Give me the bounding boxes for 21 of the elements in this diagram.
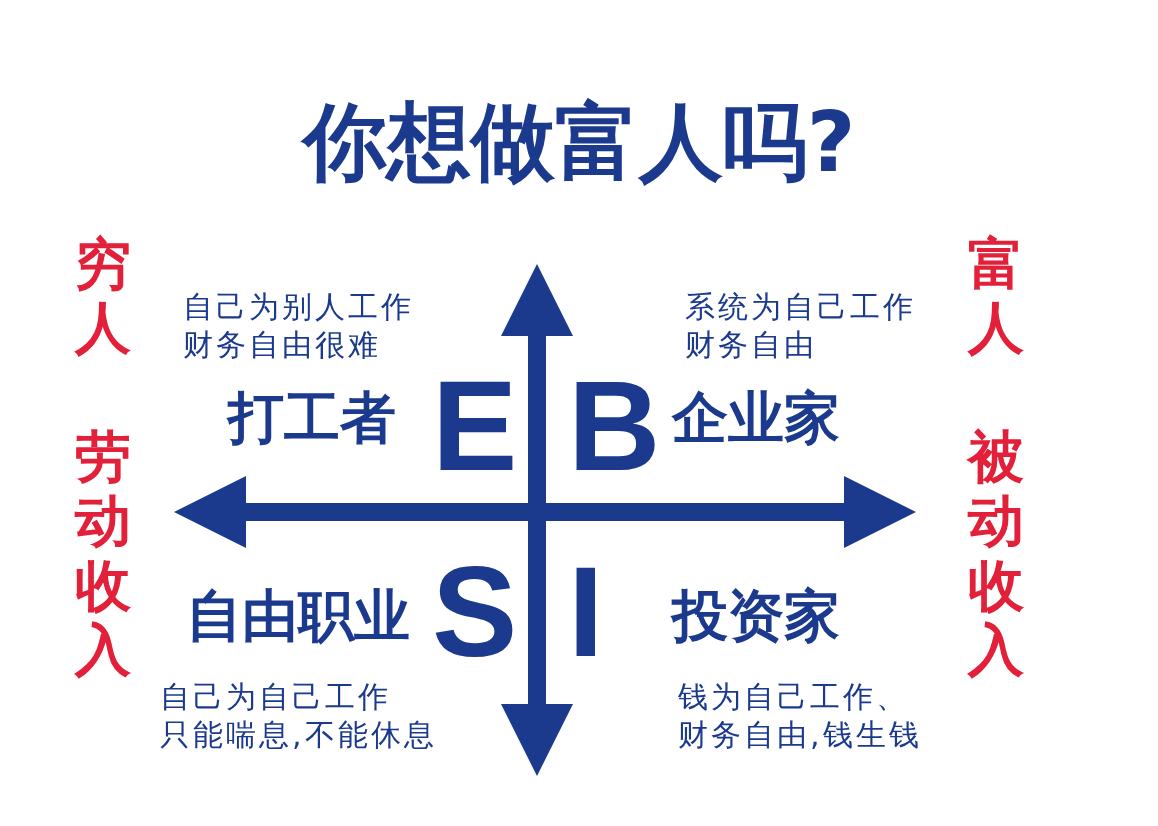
quadrant-name: 打工者 [228, 390, 396, 446]
quadrant-letter: B [568, 362, 661, 490]
income-type-label: 被动收入 [968, 425, 1025, 683]
quadrant-name: 企业家 [672, 390, 840, 446]
quadrant-side-label: 穷人 [75, 232, 132, 361]
description: 只能喘息,不能休息 [160, 720, 437, 750]
quadrant-letter: I [568, 548, 604, 676]
description: 系统为自己工作 [685, 292, 916, 322]
description: 财务自由 [685, 330, 817, 360]
title: 你想做富人吗? [299, 100, 857, 184]
description: 财务自由,钱生钱 [678, 720, 922, 750]
description: 自己为别人工作 [183, 292, 414, 322]
quadrant-letter: S [432, 548, 518, 676]
description: 钱为自己工作、 [678, 682, 909, 712]
description: 自己为自己工作 [160, 682, 391, 712]
income-type-label: 劳动收入 [75, 425, 132, 683]
description: 财务自由很难 [183, 330, 381, 360]
quadrant-name: 投资家 [672, 588, 840, 644]
quadrant-letter: E [432, 362, 518, 490]
quadrant-name: 自由职业 [186, 588, 410, 644]
quadrant-side-label: 富人 [968, 232, 1025, 361]
